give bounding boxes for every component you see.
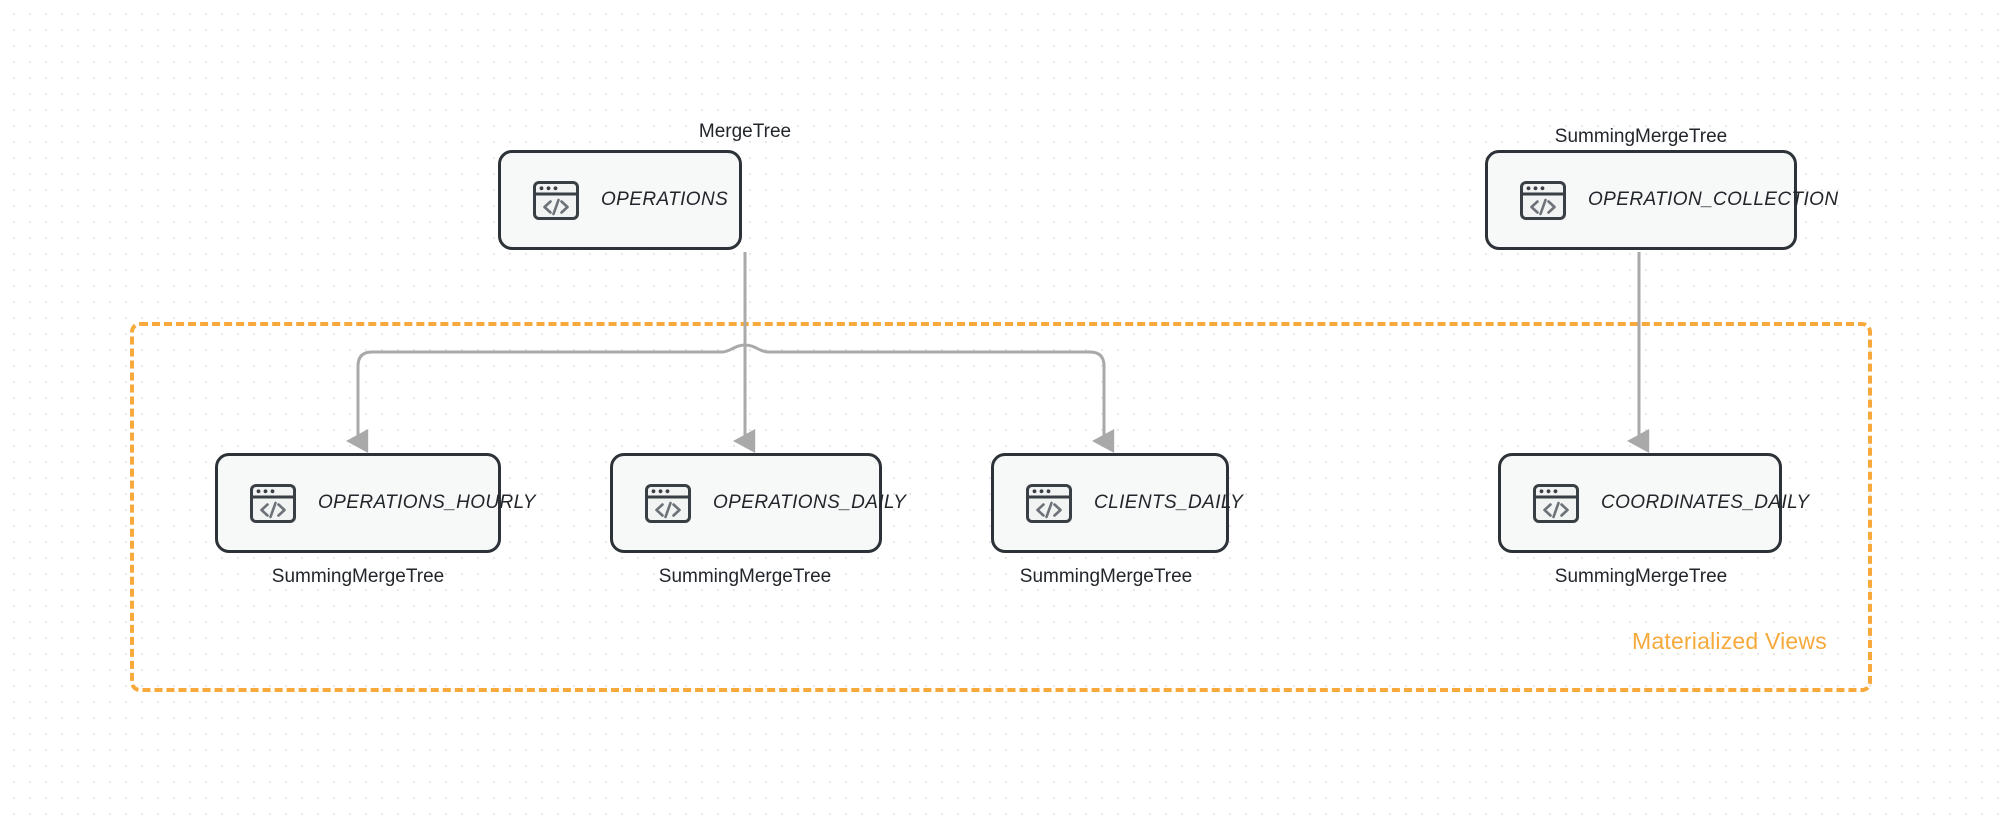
node-operations-hourly[interactable]: OPERATIONS_HOURLY [215,453,536,553]
node-operations[interactable]: OPERATIONS [498,150,742,250]
code-window-icon [1529,476,1583,530]
code-window-icon [1022,476,1076,530]
node-operation-collection[interactable]: OPERATION_COLLECTION [1485,150,1838,250]
engine-caption-operations-daily: SummingMergeTree [658,566,832,587]
node-clients-daily[interactable]: CLIENTS_DAILY [991,453,1243,553]
node-label: OPERATIONS_DAILY [713,492,907,513]
code-window-icon [529,173,583,227]
node-label: CLIENTS_DAILY [1094,492,1244,513]
node-label: COORDINATES_DAILY [1601,492,1810,513]
code-window-icon [246,476,300,530]
node-operations-daily[interactable]: OPERATIONS_DAILY [610,453,906,553]
engine-caption-coordinates-daily: SummingMergeTree [1554,566,1728,587]
node-coordinates-daily[interactable]: COORDINATES_DAILY [1498,453,1809,553]
node-label: OPERATIONS [601,189,729,210]
engine-caption-clients-daily: SummingMergeTree [1019,566,1193,587]
code-window-icon [1516,173,1570,227]
materialized-views-group[interactable] [130,322,1872,692]
engine-caption-operations: MergeTree [698,121,792,142]
code-window-icon [641,476,695,530]
materialized-views-label: Materialized Views [1632,628,1827,654]
engine-caption-operation-collection: SummingMergeTree [1554,126,1728,147]
engine-caption-operations-hourly: SummingMergeTree [271,566,445,587]
node-label: OPERATION_COLLECTION [1588,189,1839,210]
node-label: OPERATIONS_HOURLY [318,492,536,513]
